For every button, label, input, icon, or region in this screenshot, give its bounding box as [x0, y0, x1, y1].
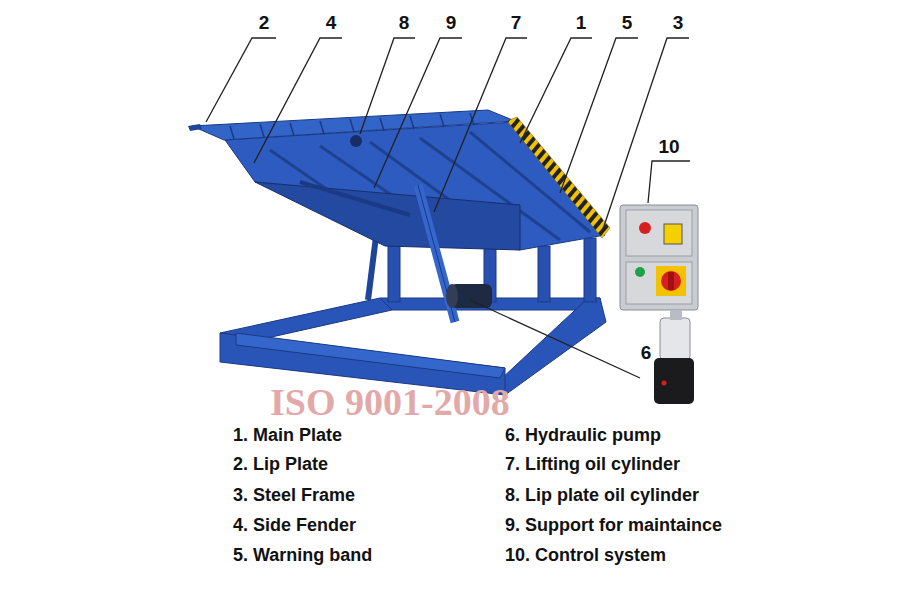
motor — [446, 284, 492, 308]
lip-plate — [188, 124, 202, 131]
callout-number: 8 — [399, 12, 410, 34]
deck-ribs — [230, 113, 474, 139]
steel-frame — [220, 298, 606, 395]
callout-number: 3 — [673, 12, 684, 34]
part-name: 10. Control system — [505, 545, 666, 566]
warning-band — [507, 117, 610, 238]
side-fender — [255, 182, 520, 250]
callout-number: 4 — [326, 12, 337, 34]
callout-number: 6 — [641, 342, 652, 364]
lip-cylinder — [300, 182, 410, 215]
part-name: 5. Warning band — [233, 545, 372, 566]
leader-lines — [206, 38, 690, 378]
callout-number: 9 — [446, 12, 457, 34]
part-name: 6. Hydraulic pump — [505, 425, 661, 446]
callout-number: 2 — [259, 12, 270, 34]
callout-number: 7 — [511, 12, 522, 34]
part-name: 8. Lip plate oil cylinder — [505, 485, 699, 506]
lip-cylinder-port — [350, 135, 362, 147]
callout-number: 5 — [622, 12, 633, 34]
watermark: ISO 9001-2008 — [270, 381, 510, 425]
main-plate — [192, 110, 515, 140]
part-name: 4. Side Fender — [233, 515, 356, 536]
callout-number: 10 — [658, 136, 679, 158]
part-name: 7. Lifting oil cylinder — [505, 454, 680, 475]
part-name: 2. Lip Plate — [233, 454, 328, 475]
control-box — [620, 205, 698, 310]
part-name: 9. Support for maintaince — [505, 515, 722, 536]
part-name: 3. Steel Frame — [233, 485, 355, 506]
callout-number: 1 — [576, 12, 587, 34]
hydraulic-pump — [654, 310, 694, 404]
part-name: 1. Main Plate — [233, 425, 342, 446]
